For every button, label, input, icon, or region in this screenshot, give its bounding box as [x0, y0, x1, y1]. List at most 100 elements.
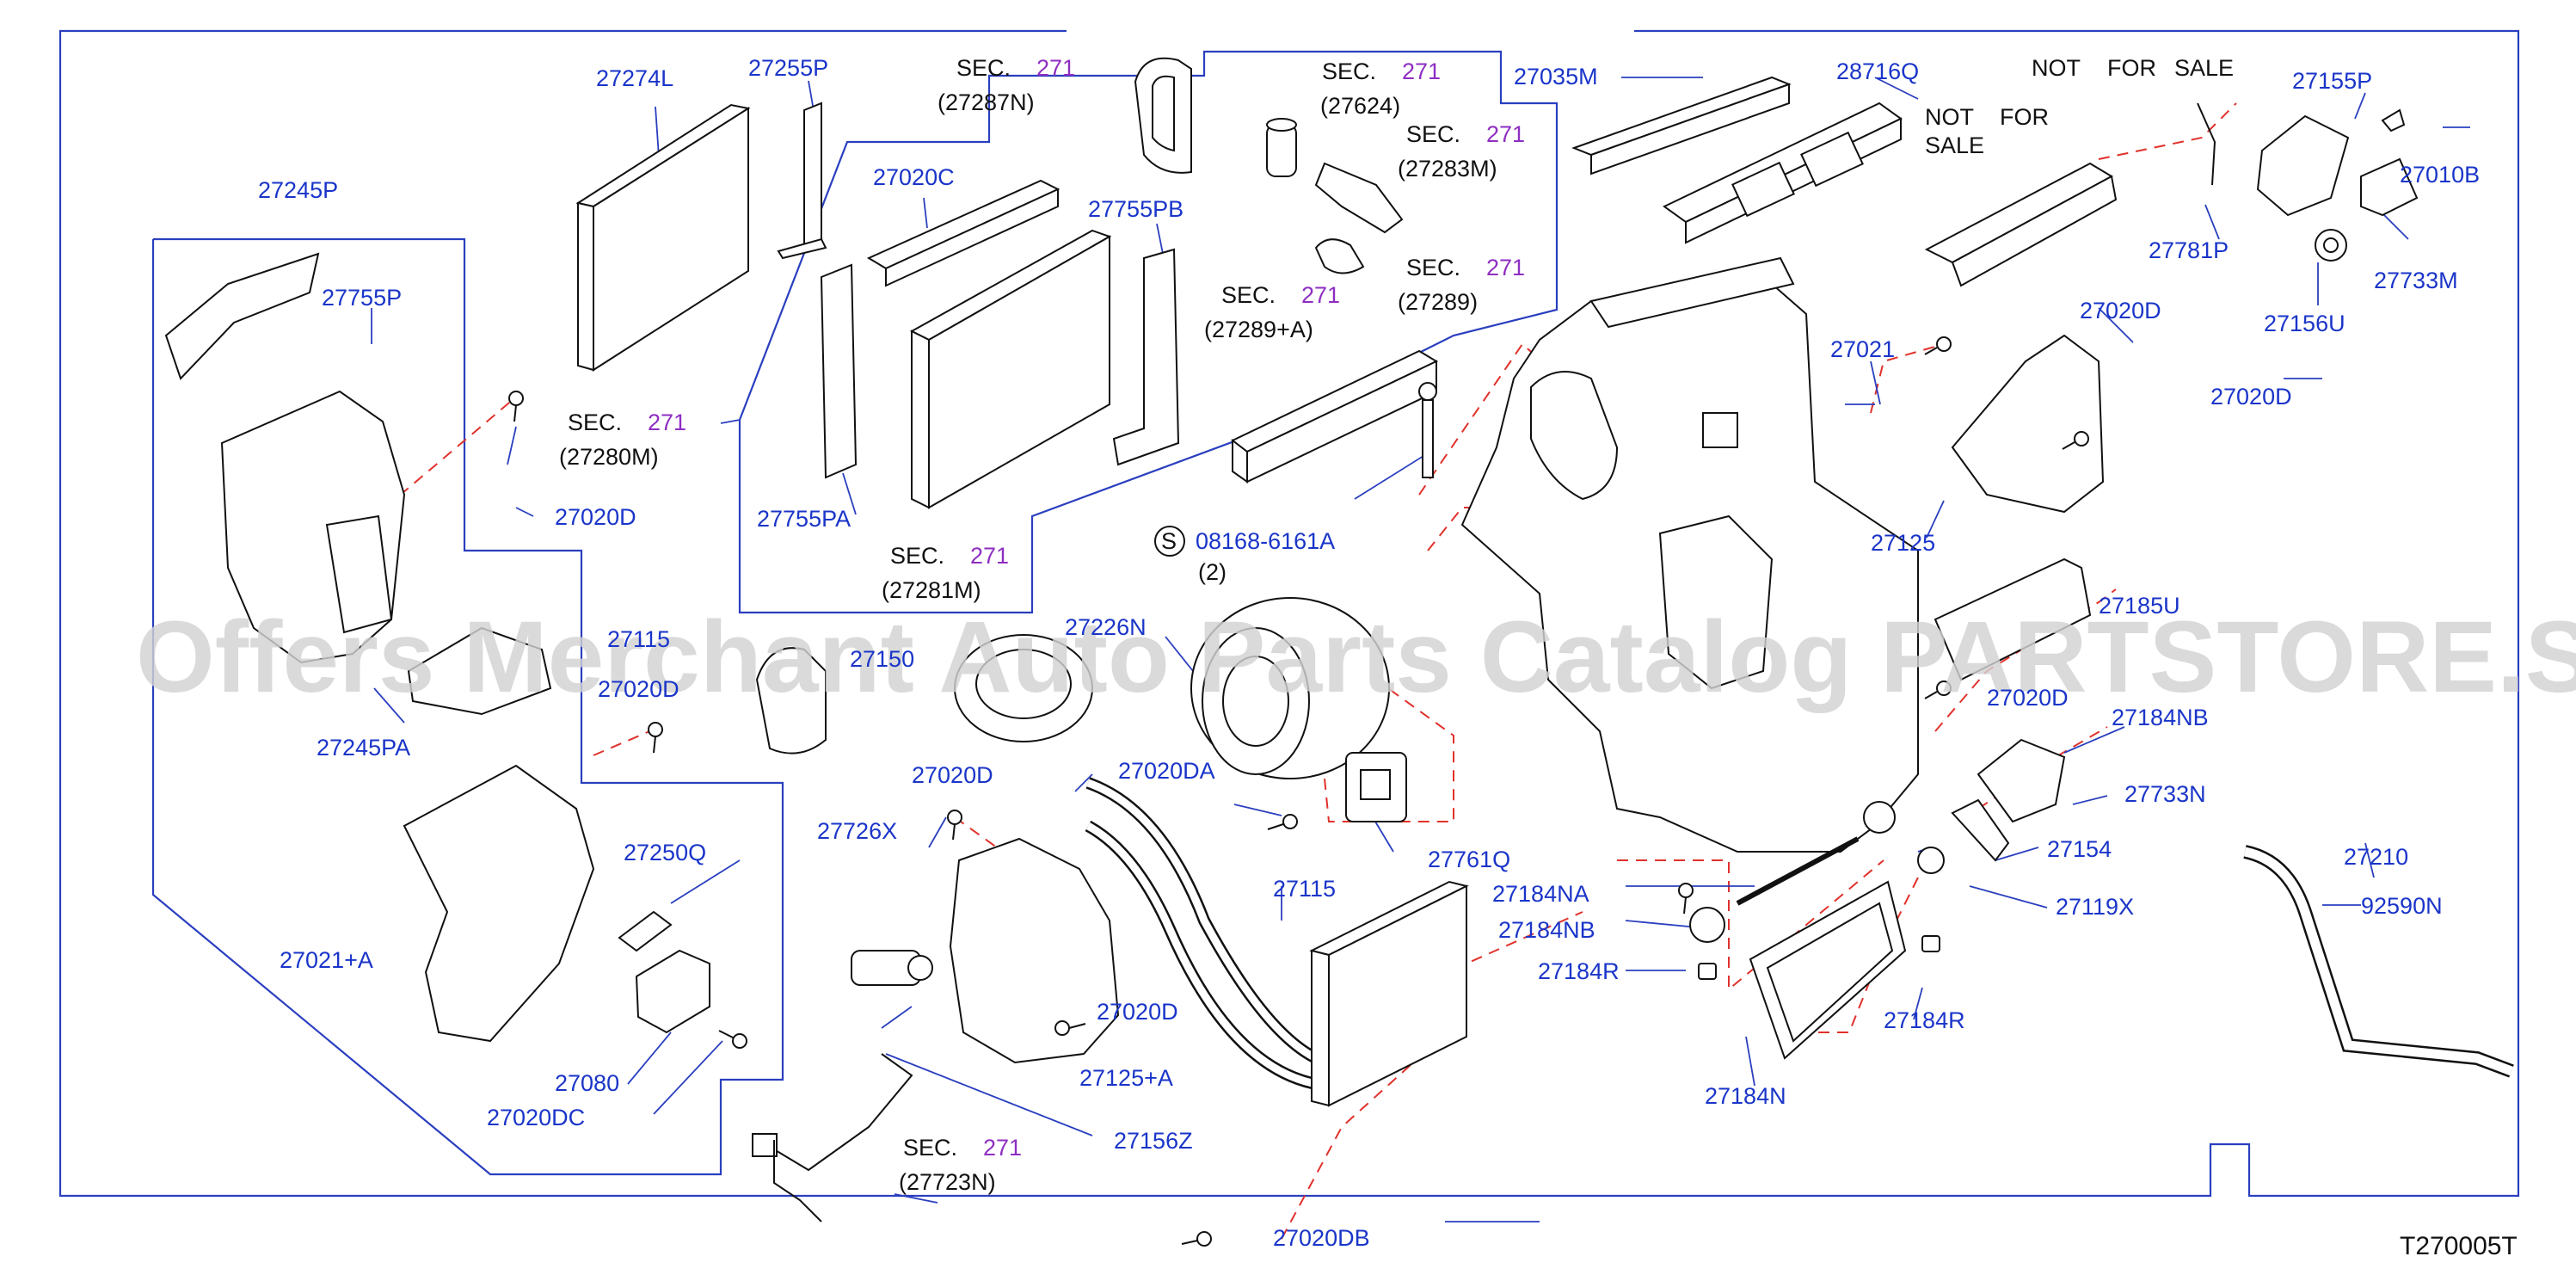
part-label[interactable]: 27021 — [1830, 336, 1895, 362]
sec-ref[interactable]: SEC.271(27281M) — [882, 543, 1009, 603]
part-label[interactable]: 27184NA — [1492, 881, 1589, 907]
gasket-sec-27289 — [1314, 238, 1365, 274]
diagram-code: T270005T — [2400, 1232, 2518, 1260]
part-drawings — [164, 57, 2514, 1222]
duct-27021a — [403, 764, 595, 1043]
sec-ref[interactable]: SEC.271(27624) — [1320, 59, 1441, 119]
part-label[interactable]: 27250Q — [624, 840, 706, 865]
part-label[interactable]: 27020D — [1097, 999, 1178, 1025]
part-label[interactable]: 27020D — [598, 676, 679, 702]
sec-ref[interactable]: SEC.271(27289+A) — [1204, 282, 1340, 342]
part-label[interactable]: 27733M — [2374, 268, 2458, 293]
bracket-sec-27283m — [1314, 162, 1404, 234]
screws — [508, 336, 2089, 1247]
gear-27156u — [2315, 229, 2347, 262]
part-label[interactable]: 27020D — [912, 762, 993, 788]
part-label[interactable]: 27185U — [2099, 593, 2180, 619]
part-label[interactable]: 27184N — [1705, 1083, 1786, 1109]
bushing-27184r-a — [1698, 963, 1717, 980]
part-label[interactable]: 27156Z — [1114, 1128, 1193, 1154]
part-label[interactable]: 28716Q — [1836, 59, 1919, 84]
sec-ref-id: (27283M) — [1398, 156, 1497, 182]
part-label[interactable]: 27184NB — [1498, 917, 1595, 943]
part-label[interactable]: 27274L — [596, 65, 673, 91]
screw-27020d-3 — [947, 810, 962, 841]
part-label[interactable]: 27115 — [607, 626, 670, 652]
watermark-text: Offers Merchant Auto Parts Catalog PARTS… — [136, 600, 2576, 714]
part-label[interactable]: 27154 — [2047, 836, 2112, 862]
hose-27210-inner — [2243, 847, 2513, 1076]
part-label[interactable]: 27184R — [1538, 958, 1620, 984]
sec-ref[interactable]: SEC.271(27280M) — [559, 410, 686, 470]
sec-number: 271 — [1301, 282, 1340, 308]
part-label[interactable]: 27755PA — [757, 506, 851, 532]
part-label[interactable]: 27021+A — [280, 947, 373, 973]
part-label[interactable]: 27226N — [1065, 614, 1147, 640]
part-label[interactable]: 27020DB — [1273, 1225, 1370, 1251]
filter-27274l — [575, 103, 751, 372]
sec-number: 271 — [1486, 255, 1525, 280]
part-label[interactable]: 27210 — [2344, 844, 2408, 870]
part-label[interactable]: 27155P — [2292, 68, 2372, 94]
part-label[interactable]: 27020DA — [1118, 758, 1215, 784]
part-label[interactable]: 27020D — [2210, 384, 2292, 410]
part-label[interactable]: 27726X — [817, 818, 897, 844]
part-label[interactable]: 27080 — [555, 1070, 619, 1096]
part-label[interactable]: 92590N — [2361, 893, 2443, 919]
sec-ref-id: (27289) — [1398, 289, 1478, 315]
part-label[interactable]: 27245PA — [317, 735, 410, 761]
sec-ref[interactable]: SEC.271(27283M) — [1398, 121, 1525, 182]
part-label[interactable]: 27020D — [555, 504, 636, 530]
blower-group-outline — [151, 237, 784, 1176]
part-label[interactable]: 27184R — [1884, 1007, 1965, 1033]
part-label[interactable]: 27255P — [748, 55, 828, 81]
sec-ref[interactable]: SEC.271(27287N) — [938, 55, 1075, 115]
block-sec-27289a — [1231, 349, 1439, 483]
duct-27125 — [1951, 334, 2105, 514]
part-label[interactable]: 27156U — [2264, 311, 2345, 336]
part-label[interactable]: 27125+A — [1079, 1065, 1173, 1091]
part-label[interactable]: 27755P — [322, 285, 402, 311]
fan-27115a — [954, 634, 1093, 742]
part-label[interactable]: 27184NB — [2112, 705, 2209, 730]
sec-ref-id: (27723N) — [899, 1169, 996, 1195]
gear-27184nb-b — [1689, 907, 1725, 943]
filter-frame-27755p — [164, 252, 320, 380]
part-label[interactable]: 27245P — [258, 177, 338, 203]
blower-fan-27226n — [1190, 597, 1390, 779]
clip-27010b — [2381, 108, 2406, 132]
part-label[interactable]: 27115 — [1273, 876, 1336, 902]
sec-word: SEC. — [1221, 282, 1276, 308]
part-label[interactable]: 27035M — [1514, 64, 1598, 89]
hose-27210 — [2243, 845, 2514, 1078]
sec-number: 271 — [648, 410, 686, 435]
part-label[interactable]: 27020DC — [487, 1105, 585, 1130]
part-label[interactable]: 27150 — [850, 646, 914, 672]
evaporator-core — [909, 229, 1112, 509]
sec-ref[interactable]: SEC.271(27289) — [1398, 255, 1525, 315]
pipe-27020da — [1085, 777, 1319, 1090]
part-label[interactable]: 27010B — [2400, 162, 2480, 188]
screw-27020da — [1267, 814, 1298, 830]
nfs-word-not: NOT — [1925, 104, 1974, 130]
part-label[interactable]: 27020D — [2080, 298, 2161, 323]
part-label[interactable]: 27020C — [873, 164, 955, 190]
sec-ref[interactable]: SEC.271(27723N) — [899, 1135, 1022, 1195]
sensor-sec-27624 — [1266, 118, 1297, 177]
part-label[interactable]: 27125 — [1871, 530, 1935, 556]
part-label[interactable]: 27761Q — [1428, 847, 1510, 872]
sec-ref-id: (27624) — [1320, 93, 1400, 119]
screw-27020d-2 — [648, 722, 663, 754]
blower-housing-27245p — [220, 390, 406, 664]
part-label[interactable]: 27755PB — [1088, 196, 1183, 222]
sec-word: SEC. — [956, 55, 1011, 81]
part-label[interactable]: 27781P — [2149, 237, 2229, 263]
part-label[interactable]: 27733N — [2124, 781, 2206, 807]
seal-27755pa — [820, 263, 858, 479]
part-label[interactable]: 27119X — [2056, 894, 2134, 920]
resistor-27761q — [1345, 752, 1407, 822]
part-label[interactable]: 27020D — [1987, 685, 2069, 711]
pipe-27020da-inner — [1085, 779, 1319, 1088]
